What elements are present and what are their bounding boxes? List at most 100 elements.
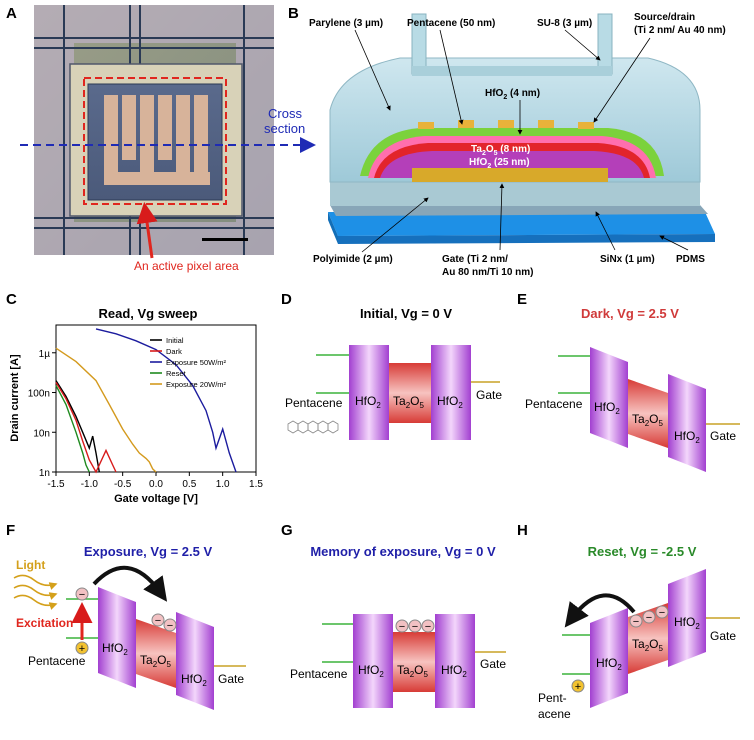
scale-bar — [202, 238, 248, 241]
panel-a: A — [6, 5, 316, 273]
active-area-box — [83, 77, 227, 205]
h-trapped-electron-2 — [642, 610, 656, 624]
panel-b: B Parylene (3 µm) — [288, 5, 726, 278]
x-tick-label: -1.0 — [81, 479, 99, 490]
d-label-hfo2-left: HfO2 — [355, 394, 381, 410]
h-trapped-sign-1: − — [633, 616, 639, 628]
f-label-gate: Gate — [218, 672, 244, 686]
panel-g-title: Memory of exposure, Vg = 0 V — [310, 544, 496, 559]
f-trapped-sign-1: − — [155, 615, 161, 627]
series-line-2 — [95, 328, 237, 473]
f-label-pentacene: Pentacene — [28, 654, 86, 668]
panel-f: F Exposure, Vg = 2.5 V Light Excitation … — [6, 522, 246, 710]
g-label-gate: Gate — [480, 657, 506, 671]
pentacene-molecule-icon — [287, 420, 339, 434]
f-label-excitation: Excitation — [16, 616, 73, 630]
g-trapped-sign-3: − — [425, 621, 431, 633]
y-tick-label: 1µ — [39, 349, 51, 360]
label-sinx: SiNx (1 µm) — [600, 254, 655, 265]
f-hole-icon — [75, 641, 89, 655]
f-hfo2-right — [176, 612, 214, 710]
e-label-hfo2-left: HfO2 — [594, 400, 620, 416]
label-pdms: PDMS — [676, 254, 705, 265]
label-gate-1: Gate (Ti 2 nm/ — [442, 254, 508, 265]
d-hfo2-right — [431, 345, 471, 440]
g-trapped-sign-2: − — [412, 621, 418, 633]
d-label-hfo2-right: HfO2 — [437, 394, 463, 410]
x-tick-label: 1.5 — [249, 479, 263, 490]
light-rays — [13, 574, 58, 610]
h-label-hfo2-left: HfO2 — [596, 656, 622, 672]
panel-h: H Reset, Vg = -2.5 V − − − + Pent- acene… — [517, 522, 740, 721]
g-label-hfo2-left: HfO2 — [358, 663, 384, 679]
label-hfo2-bottom: HfO2 (25 nm) — [469, 157, 530, 170]
g-trapped-electron-1 — [395, 619, 409, 633]
h-hfo2-right — [668, 569, 706, 667]
f-trapped-electron-2 — [163, 618, 177, 632]
g-ta2o5 — [393, 632, 435, 692]
panel-letter-h: H — [517, 522, 528, 539]
h-hole-sign: + — [575, 681, 581, 693]
leader-polyimide — [361, 197, 429, 253]
leader-su8 — [564, 29, 601, 61]
d-label-ta2o5: Ta2O5 — [393, 394, 424, 410]
panel-e-title: Dark, Vg = 2.5 V — [581, 306, 679, 321]
label-source-drain-1: Source/drain — [634, 12, 695, 23]
label-pentacene: Pentacene (50 nm) — [407, 18, 495, 29]
series-line-3 — [55, 385, 90, 473]
g-hfo2-right — [435, 614, 475, 708]
gate-layer — [412, 168, 608, 182]
d-ta2o5 — [389, 363, 431, 423]
y-tick-label: 100n — [28, 389, 50, 400]
h-hfo2-left — [590, 608, 628, 708]
active-area-arrow — [136, 202, 158, 259]
h-trapped-sign-2: − — [646, 612, 652, 624]
g-trapped-electron-2 — [408, 619, 422, 633]
h-electron-release-arrow — [564, 593, 636, 628]
label-hfo2-top: HfO2 (4 nm) — [485, 88, 540, 101]
series-line-4 — [55, 347, 157, 473]
series-line-1 — [55, 382, 117, 474]
x-tick-label: -1.5 — [47, 479, 65, 490]
legend-label: Exposure 20W/m² — [166, 380, 227, 389]
label-gate-2: Au 80 nm/Ti 10 nm) — [442, 267, 534, 278]
cross-section-label-line2: section — [264, 121, 305, 136]
leader-gate — [499, 183, 505, 251]
panel-letter-f: F — [6, 522, 15, 539]
legend-label: Exposure 50W/m² — [166, 358, 227, 367]
interdigitated-electrodes — [104, 95, 210, 185]
panel-h-title: Reset, Vg = -2.5 V — [588, 544, 697, 559]
g-label-ta2o5: Ta2O5 — [397, 663, 428, 679]
y-tick-label: 10n — [33, 428, 50, 439]
leader-pentacene — [439, 29, 464, 125]
panel-g: G Memory of exposure, Vg = 0 V − − − Pen… — [281, 522, 506, 708]
f-electron-sign: − — [79, 589, 85, 601]
f-label-hfo2-right: HfO2 — [181, 672, 207, 688]
e-label-ta2o5: Ta2O5 — [632, 412, 663, 428]
leader-sinx — [595, 211, 616, 251]
label-parylene: Parylene (3 µm) — [309, 18, 383, 29]
h-label-hfo2-right: HfO2 — [674, 615, 700, 631]
pdms-layer — [328, 212, 715, 236]
f-electron-transfer-arrow — [92, 566, 168, 602]
source-drain-electrodes — [418, 120, 594, 129]
f-trapped-electron-1 — [151, 613, 165, 627]
f-trapped-sign-2: − — [167, 620, 173, 632]
g-label-hfo2-right: HfO2 — [441, 663, 467, 679]
micrograph-texture — [34, 5, 274, 255]
legend-label: Initial — [166, 336, 184, 345]
active-area-label: An active pixel area — [134, 259, 239, 273]
h-trapped-electron-3 — [655, 605, 669, 619]
panel-letter-a: A — [6, 5, 17, 22]
panel-f-title: Exposure, Vg = 2.5 V — [84, 544, 213, 559]
h-trapped-electron-1 — [629, 614, 643, 628]
e-label-hfo2-right: HfO2 — [674, 429, 700, 445]
chart-lines — [55, 328, 237, 474]
su8-post-right — [597, 13, 613, 75]
d-label-gate: Gate — [476, 388, 502, 402]
label-su8: SU-8 (3 µm) — [537, 18, 592, 29]
h-label-gate: Gate — [710, 629, 736, 643]
